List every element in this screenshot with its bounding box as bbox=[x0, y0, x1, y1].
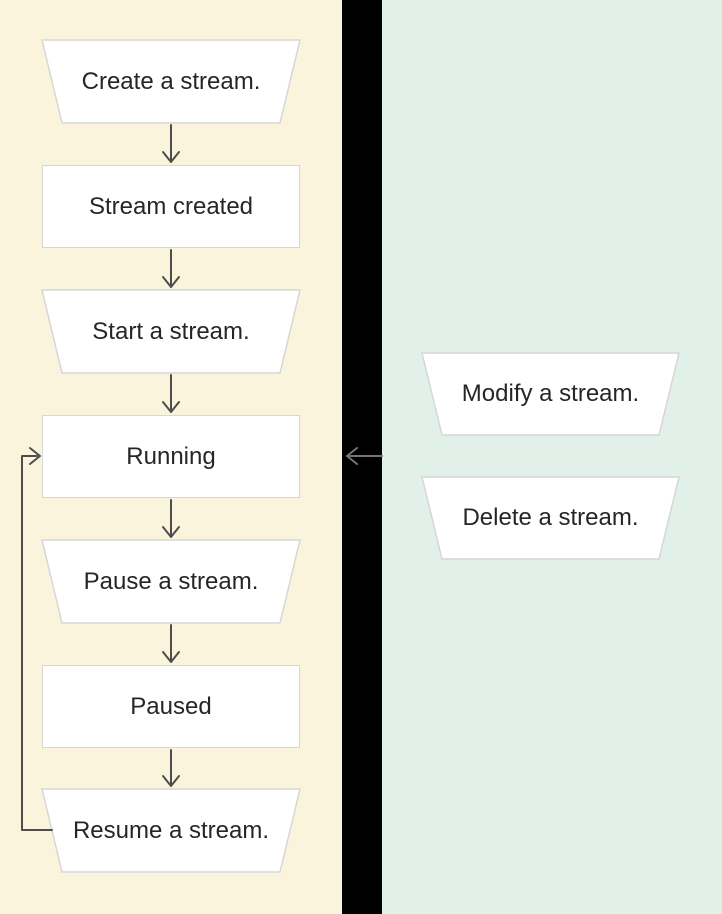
node-label: Delete a stream. bbox=[462, 504, 639, 531]
trapezoid-shape bbox=[421, 352, 680, 436]
node-delete-a-stream: Delete a stream. bbox=[421, 476, 680, 560]
panel-divider bbox=[342, 0, 382, 914]
node-label: Resume a stream. bbox=[72, 816, 270, 844]
node-label: Stream created bbox=[88, 192, 254, 220]
node-label: Modify a stream. bbox=[461, 380, 640, 407]
node-pause-a-stream: Pause a stream. bbox=[41, 539, 301, 624]
node-label: Paused bbox=[130, 692, 212, 720]
node-label: Pause a stream. bbox=[83, 567, 259, 595]
trapezoid-shape bbox=[421, 476, 680, 560]
node-start-a-stream: Start a stream. bbox=[41, 289, 301, 374]
actions-panel bbox=[382, 0, 722, 914]
trapezoid-shape bbox=[41, 39, 301, 124]
trapezoid-shape bbox=[41, 788, 301, 873]
node-stream-created: Stream created bbox=[42, 165, 300, 248]
trapezoid-shape bbox=[41, 289, 301, 374]
node-resume-a-stream: Resume a stream. bbox=[41, 788, 301, 873]
node-label: Running bbox=[126, 442, 216, 470]
node-label: Create a stream. bbox=[81, 67, 261, 95]
node-create-a-stream: Create a stream. bbox=[41, 39, 301, 124]
node-running: Running bbox=[42, 415, 300, 498]
trapezoid-shape bbox=[41, 539, 301, 624]
node-paused: Paused bbox=[42, 665, 300, 748]
node-label: Start a stream. bbox=[92, 317, 250, 345]
node-modify-a-stream: Modify a stream. bbox=[421, 352, 680, 436]
